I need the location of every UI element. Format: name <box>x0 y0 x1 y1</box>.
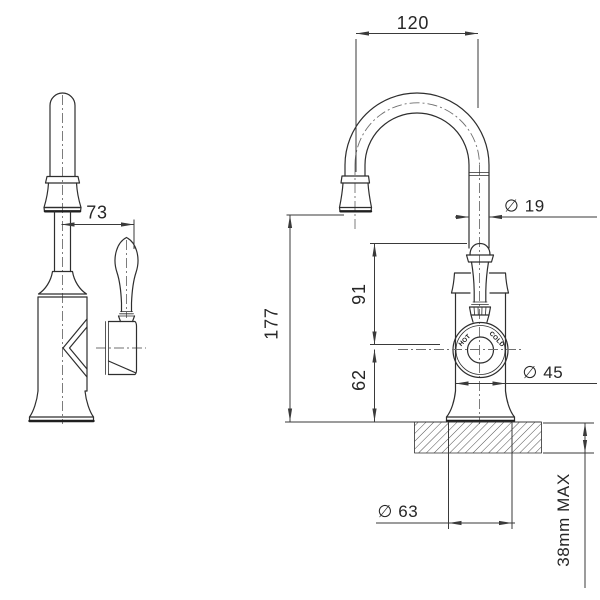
side-aerator-collar <box>44 175 81 184</box>
dim-label-45: ∅ 45 <box>523 363 564 382</box>
base-hole-extension-lines <box>448 422 513 529</box>
front-handle-knurl-ticks <box>473 306 487 316</box>
dimensions: 120 73 ∅ 19 177 91 <box>61 13 597 588</box>
side-view <box>28 92 146 424</box>
countertop-hatch <box>414 422 542 453</box>
side-lever-handle <box>114 236 139 313</box>
front-handle-rings <box>470 301 490 308</box>
dim-spout-reach-120: 120 <box>355 13 479 172</box>
side-tee-chevron <box>62 318 88 378</box>
front-base-flare <box>445 390 516 418</box>
front-body-flange <box>450 272 510 294</box>
dim-handle-offset-73: 73 <box>61 203 135 249</box>
dim-mounting-thickness-38: 38mm MAX <box>543 422 594 588</box>
dim-label-38mm-max: 38mm MAX <box>554 473 573 567</box>
side-body-cone <box>37 270 88 298</box>
side-spout-tube <box>49 92 76 177</box>
front-handle-knurl <box>468 306 492 316</box>
front-handle-stem <box>470 314 490 323</box>
dim-body-diameter-45: ∅ 45 <box>455 363 597 386</box>
side-handle-rings <box>118 311 135 317</box>
side-valve-cap <box>107 320 138 376</box>
dial-bezel-ring <box>455 325 506 375</box>
dim-overall-height-177: 177 <box>262 214 344 422</box>
front-aerator-collar <box>340 175 371 184</box>
side-body <box>37 296 88 392</box>
front-body <box>454 292 507 392</box>
front-nozzle <box>338 182 373 209</box>
dial-hot-label: HOT <box>458 333 473 348</box>
dim-label-63: ∅ 63 <box>378 502 419 521</box>
dim-label-62: 62 <box>349 369 369 391</box>
dim-label-19: ∅ 19 <box>504 197 545 216</box>
side-riser-tube <box>53 210 72 273</box>
dim-label-91: 91 <box>349 283 369 305</box>
dim-label-120: 120 <box>397 13 429 33</box>
side-valve-stub <box>105 321 109 375</box>
front-arch-centerline <box>354 102 480 166</box>
front-handle-ring <box>465 254 495 263</box>
dial-inner-circle <box>466 336 495 364</box>
dial-outer-ring <box>452 321 509 379</box>
front-view: HOT COLD <box>338 92 521 424</box>
front-gooseneck-inner <box>364 112 470 249</box>
countertop-section <box>285 421 542 529</box>
front-riser-joint <box>468 172 490 176</box>
countertop-outline <box>414 421 542 454</box>
dim-label-73: 73 <box>86 203 108 223</box>
side-base-flare <box>28 390 95 418</box>
front-gooseneck-outer <box>344 92 490 249</box>
dim-handle-to-base-62: 62 <box>349 349 377 422</box>
dim-outlet-to-handle-91: 91 <box>349 243 467 345</box>
dim-label-177: 177 <box>262 307 282 339</box>
front-handle-dome <box>469 242 491 256</box>
front-handle-neck <box>470 261 490 303</box>
dim-spout-diameter-19: ∅ 19 <box>455 197 597 220</box>
side-handle-base <box>117 315 136 323</box>
dim-base-diameter-63: ∅ 63 <box>376 502 515 526</box>
